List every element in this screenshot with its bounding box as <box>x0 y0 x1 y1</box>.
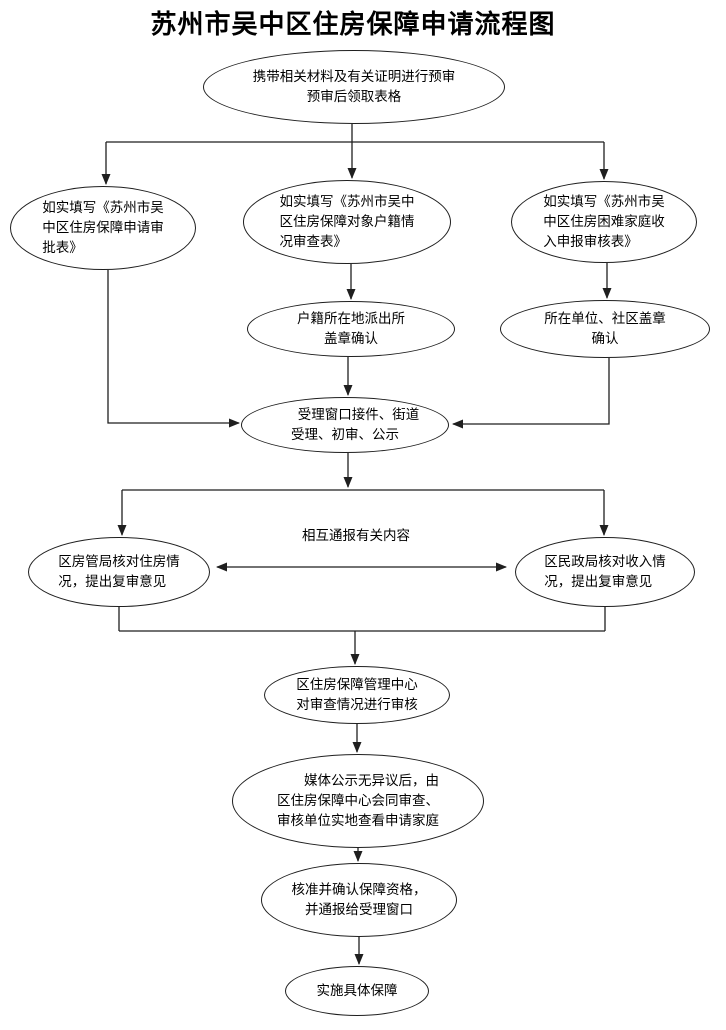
node-form-household-label: 如实填写《苏州市吴中 区住房保障对象户籍情 况审查表》 <box>279 194 415 250</box>
node-police-stamp-label: 户籍所在地派出所 盖章确认 <box>297 311 405 347</box>
node-mgmt-center-review-label: 区住房保障管理中心 对审查情况进行审核 <box>296 677 418 713</box>
connector-employer-to-window <box>452 358 610 429</box>
node-form-income: 如实填写《苏州市吴 中区住房困难家庭收 入申报审核表》 <box>511 181 697 263</box>
node-form-approval-label: 如实填写《苏州市吴 中区住房保障申请审 批表》 <box>42 200 164 256</box>
node-form-household: 如实填写《苏州市吴中 区住房保障对象户籍情 况审查表》 <box>243 180 451 264</box>
node-acceptance-window: 受理窗口接件、街道 受理、初审、公示 <box>241 397 449 453</box>
node-implement-label: 实施具体保障 <box>316 983 398 999</box>
node-approve-confirm: 核准并确认保障资格， 并通报给受理窗口 <box>261 863 457 937</box>
node-employer-stamp: 所在单位、社区盖章 确认 <box>500 300 710 358</box>
node-form-approval: 如实填写《苏州市吴 中区住房保障申请审 批表》 <box>10 186 196 270</box>
node-media-publicity: 媒体公示无异议后，由 区住房保障中心会同审查、 审核单位实地查看申请家庭 <box>232 754 484 848</box>
connector-approval-to-window <box>107 270 240 428</box>
node-housing-bureau: 区房管局核对住房情 况，提出复审意见 <box>28 537 210 607</box>
node-civil-affairs-bureau-label: 区民政局核对收入情 况，提出复审意见 <box>544 554 666 590</box>
node-approve-confirm-label: 核准并确认保障资格， 并通报给受理窗口 <box>291 882 427 918</box>
node-pre-review-label: 携带相关材料及有关证明进行预审 预审后领取表格 <box>252 69 456 105</box>
node-housing-bureau-label: 区房管局核对住房情 况，提出复审意见 <box>58 554 180 590</box>
node-implement: 实施具体保障 <box>285 966 429 1016</box>
node-employer-stamp-label: 所在单位、社区盖章 确认 <box>544 311 666 347</box>
node-media-publicity-label: 媒体公示无异议后，由 区住房保障中心会同审查、 审核单位实地查看申请家庭 <box>277 773 439 829</box>
node-mgmt-center-review: 区住房保障管理中心 对审查情况进行审核 <box>264 666 450 724</box>
node-civil-affairs-bureau: 区民政局核对收入情 况，提出复审意见 <box>515 537 695 607</box>
flowchart-title: 苏州市吴中区住房保障申请流程图 <box>150 10 556 40</box>
node-acceptance-window-label: 受理窗口接件、街道 受理、初审、公示 <box>291 407 420 443</box>
mutual-notify-label: 相互通报有关内容 <box>302 528 410 544</box>
node-police-stamp: 户籍所在地派出所 盖章确认 <box>247 301 455 357</box>
node-pre-review: 携带相关材料及有关证明进行预审 预审后领取表格 <box>203 50 505 124</box>
node-form-income-label: 如实填写《苏州市吴 中区住房困难家庭收 入申报审核表》 <box>543 194 665 250</box>
